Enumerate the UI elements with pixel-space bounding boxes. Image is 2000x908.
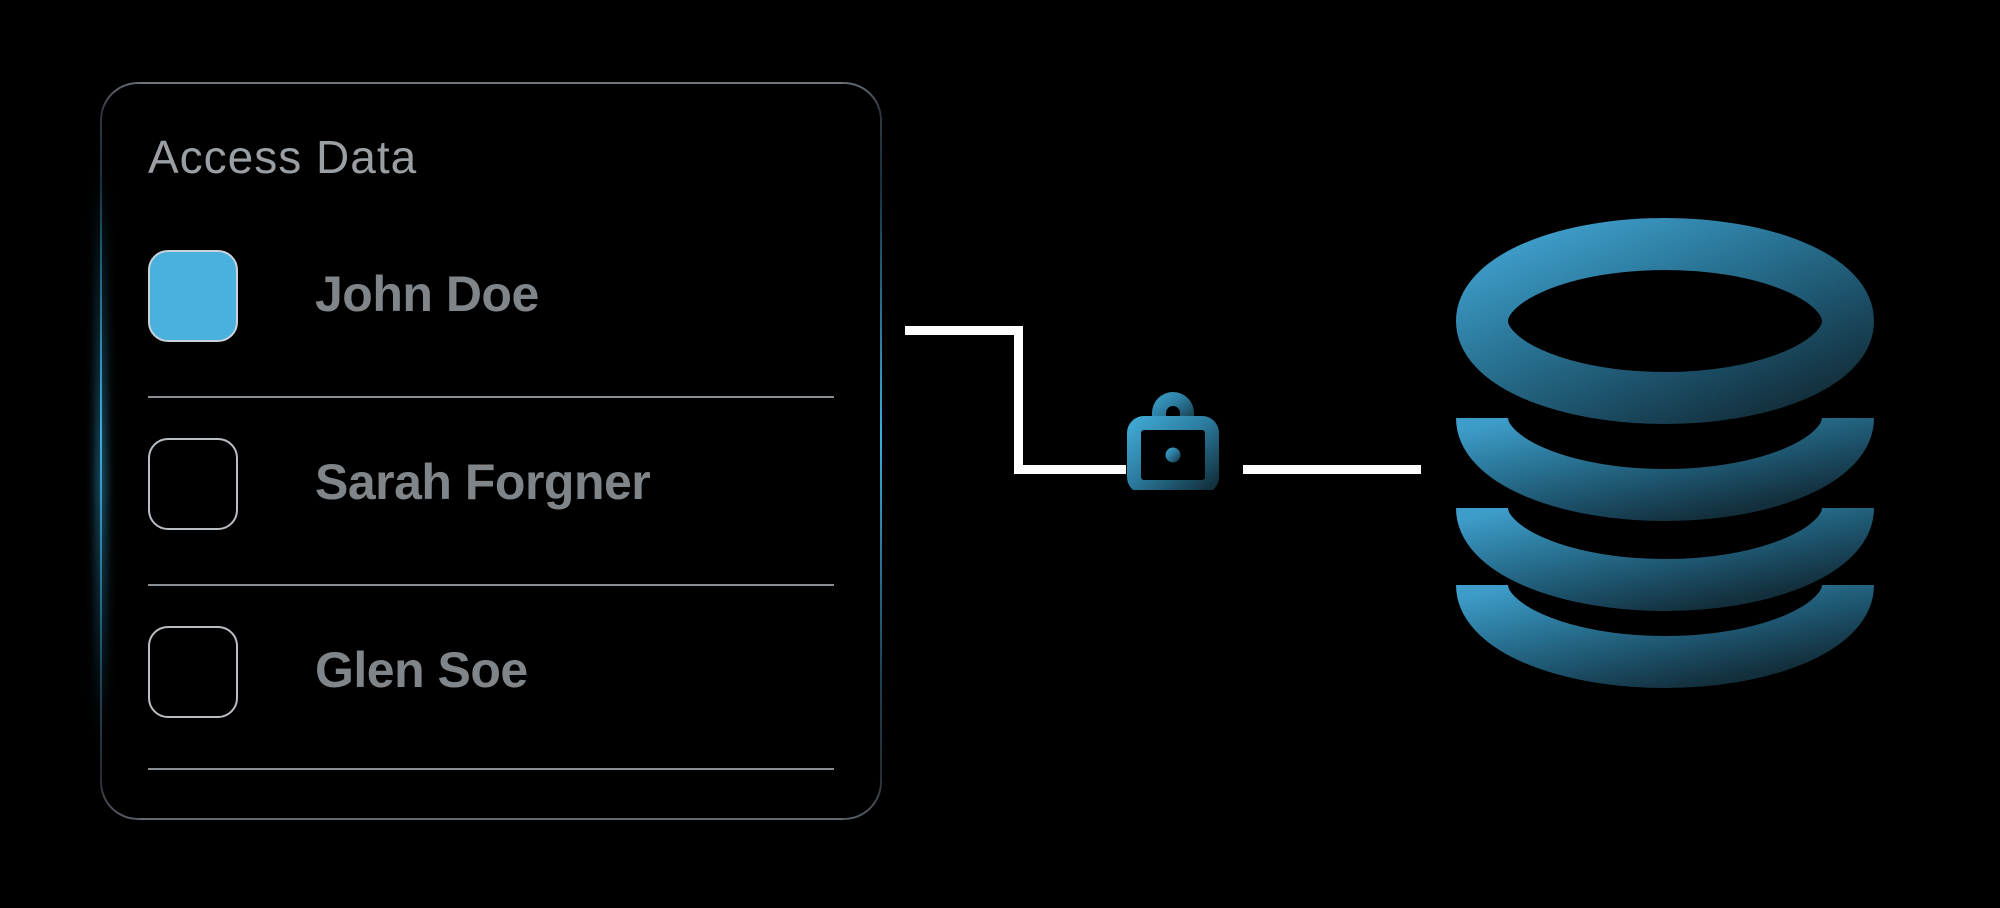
access-checkbox-sarah-forgner[interactable] (148, 438, 238, 530)
card-bottom-edge (140, 818, 842, 820)
connector-segment-bottom-horizontal (1014, 465, 1126, 474)
access-name-label: Sarah Forgner (315, 454, 651, 510)
list-item[interactable]: Sarah Forgner (100, 398, 882, 586)
row-divider (148, 584, 834, 586)
card-top-edge (140, 82, 842, 84)
connector-segment-vertical (1014, 326, 1023, 474)
access-name-label: John Doe (315, 266, 539, 322)
access-name-label: Glen Soe (315, 642, 528, 698)
list-item[interactable]: John Doe (100, 210, 882, 398)
card-title: Access Data (148, 131, 418, 183)
row-divider (148, 768, 834, 770)
access-list: John Doe Sarah Forgner Glen Soe (100, 210, 882, 774)
lock-icon (1118, 385, 1228, 494)
access-checkbox-glen-soe[interactable] (148, 626, 238, 718)
access-checkbox-john-doe[interactable] (148, 250, 238, 342)
access-data-card: Access Data John Doe Sarah Forgner Glen … (96, 82, 882, 820)
database-cylinder-icon (1430, 218, 1900, 688)
list-item[interactable]: Glen Soe (100, 586, 882, 774)
connector-lock-to-database (1243, 465, 1421, 474)
row-divider (148, 396, 834, 398)
connector-segment-top-horizontal (905, 326, 1023, 335)
